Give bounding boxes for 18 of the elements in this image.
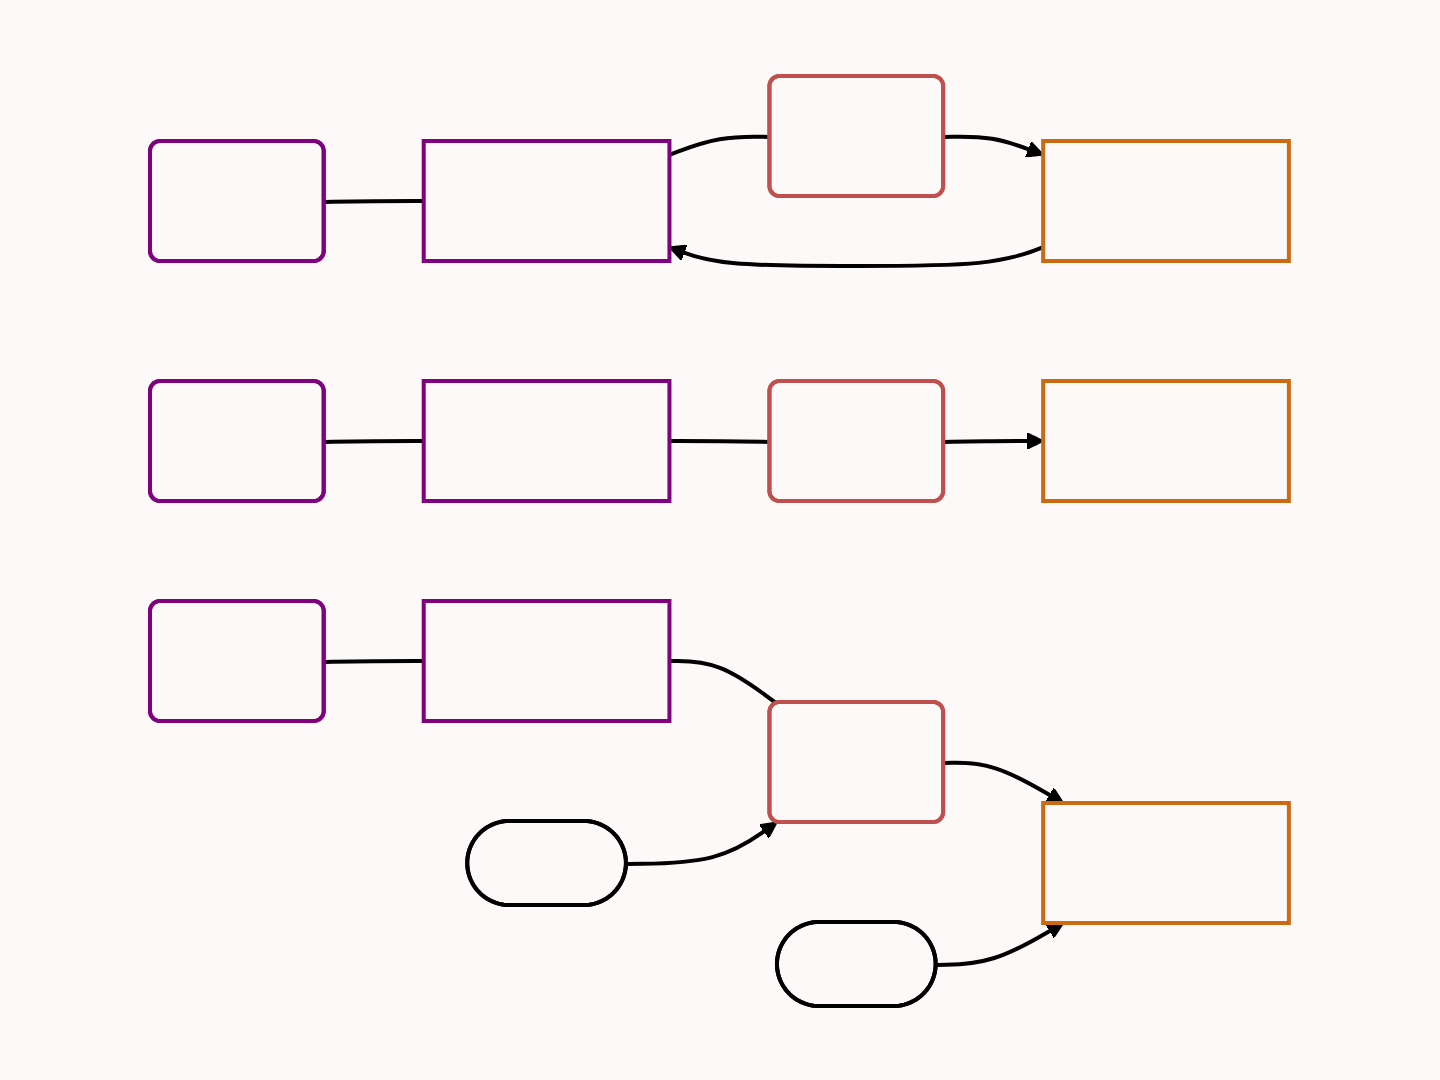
- node-box: [422, 378, 672, 502]
- arrow: [627, 820, 779, 865]
- node-box: [1041, 378, 1292, 502]
- arrow: [944, 759, 1065, 803]
- node-box: [1041, 800, 1292, 924]
- connector: [325, 198, 425, 203]
- node-box: [1041, 138, 1292, 262]
- arrow: [937, 921, 1065, 966]
- connector: [325, 658, 425, 663]
- node-box: [422, 598, 672, 722]
- connector: [670, 658, 779, 705]
- connector: [669, 133, 772, 156]
- connector: [325, 438, 425, 443]
- node-box: [422, 138, 672, 262]
- arrow: [944, 133, 1045, 157]
- connector: [670, 438, 772, 443]
- arrow: [669, 243, 1045, 267]
- arrow: [944, 431, 1045, 449]
